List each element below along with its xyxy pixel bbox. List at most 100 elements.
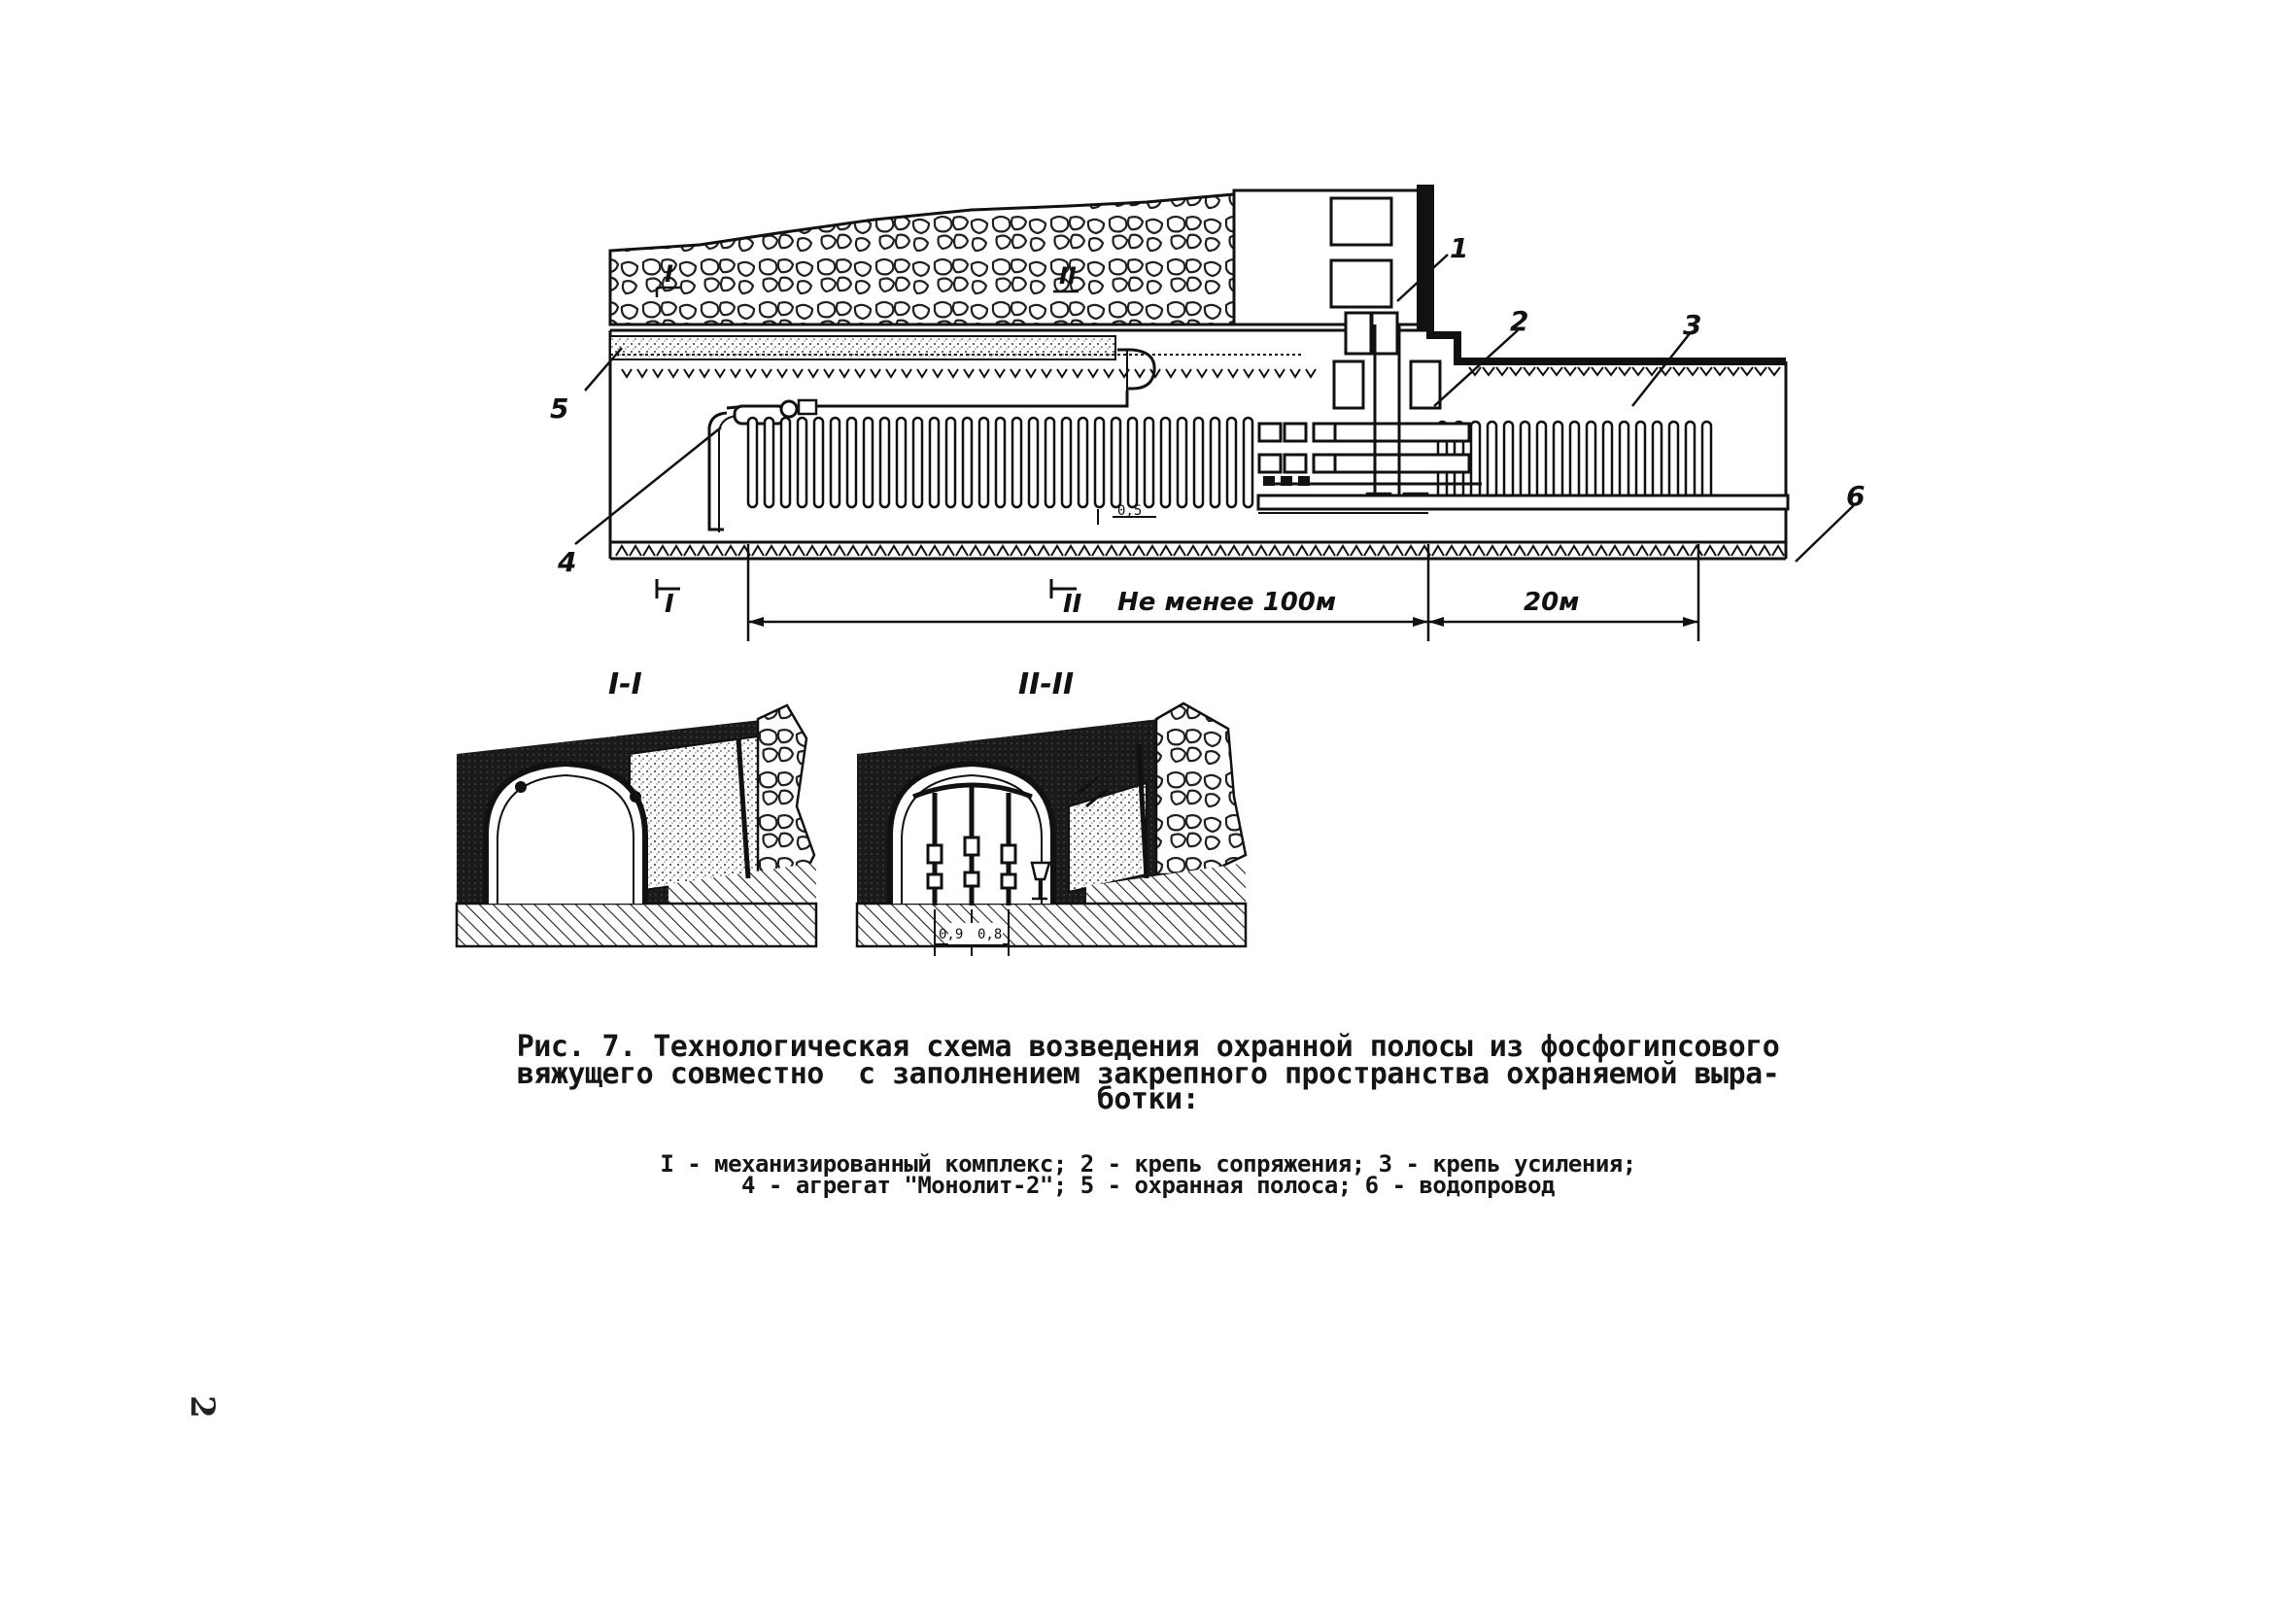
roof-mark [1165,368,1177,379]
floor-mark [1214,544,1227,557]
floor-mark [1594,544,1608,557]
floor-mark [1472,544,1486,557]
dim-small-gap: 0,5 [1097,503,1156,525]
junction-support [1257,311,1471,509]
reinforcement-rib [1634,420,1647,501]
floor-mark [928,544,942,557]
roof-support-marks [621,368,1317,379]
floor-mark [1322,544,1336,557]
pillar-dim-b: 0,8 [977,927,1002,942]
floor-mark [955,544,969,557]
face-mark [1563,366,1577,377]
roof-mark [745,368,757,379]
support-rib [1093,416,1106,509]
floor-mark [1499,544,1513,557]
support-rib [1242,416,1254,509]
roof-mark [1056,368,1068,379]
floor-mark [1445,544,1458,557]
floor-mark [1581,544,1594,557]
svg-text:I: I [665,590,674,619]
reinforcement-rib [1568,420,1581,501]
roof-mark [1289,368,1301,379]
floor-mark [1282,544,1295,557]
floor-mark [1771,544,1785,557]
callout-6: 6 [1846,480,1865,512]
roof-mark [947,368,959,379]
floor-mark [1458,544,1472,557]
floor-mark [683,544,697,557]
face-mark [1740,366,1754,377]
roof-mark [854,368,866,379]
section-mark-second: II [1049,579,1082,619]
roof-mark [1072,368,1083,379]
figure-caption-line-1: Рис. 7. Технологическая схема возведения… [516,1030,1780,1064]
roof-mark [714,368,726,379]
roof-mark [699,368,710,379]
callout-5: 5 [550,393,568,425]
roof-mark [1041,368,1052,379]
roof-mark [776,368,788,379]
support-rib [878,416,891,509]
support-ribs-main [746,416,1254,509]
reinforcement-support [1436,420,1713,501]
floor-mark [1295,544,1309,557]
floor-mark [1554,544,1567,557]
floor-mark [669,544,683,557]
goaf-rock-fill [608,192,1236,326]
floor-mark [1050,544,1064,557]
floor-mark [1363,544,1377,557]
support-rib [1044,416,1056,509]
reinforcement-rib [1618,420,1630,501]
callout-1: 1 [1450,232,1468,264]
floor-mark [642,544,656,557]
reinforcement-rib [1684,420,1696,501]
section-view-1 [455,703,818,948]
svg-text:II: II [1059,262,1077,290]
reinforcement-rib [1667,420,1680,501]
floor-mark [765,544,778,557]
floor-mark [1010,544,1023,557]
section-view-2: 0,9 0,8 [855,701,1248,956]
roof-mark [621,368,633,379]
callout-4: 4 [557,546,576,578]
figure-caption-line-2: вяжущего совместно с заполнением закрепн… [516,1057,1780,1091]
floor-mark [1758,544,1771,557]
floor-mark [1118,544,1132,557]
face-mark [1713,366,1727,377]
floor-mark [656,544,669,557]
floor-mark [887,544,901,557]
roof-mark [1274,368,1285,379]
roof-mark [1010,368,1021,379]
floor-mark [1622,544,1635,557]
roof-mark [839,368,850,379]
roof-mark [636,368,648,379]
floor-mark [1037,544,1050,557]
face-mark [1604,366,1618,377]
legend-line-2: 4 - агрегат "Монолит-2"; 5 - охранная по… [741,1172,1555,1199]
face-mark [1767,366,1781,377]
support-rib [845,416,858,509]
support-rib [961,416,974,509]
arch-support-1 [483,760,648,904]
face-mark [1672,366,1686,377]
support-rib [763,416,775,509]
floor-mark [846,544,860,557]
support-rib [796,416,808,509]
floor-mark [1377,544,1390,557]
pipe-bend [1117,348,1156,391]
roof-mark [1305,368,1317,379]
roof-mark [870,368,881,379]
legend-line-1: I - механизированный комплекс; 2 - крепь… [660,1150,1636,1178]
floor-mark [724,544,737,557]
roof-mark [761,368,772,379]
floor-mark [710,544,724,557]
dim-span-main: Не менее 100м [1117,588,1336,617]
reinforcement-rib [1519,420,1531,501]
roof-mark [1087,368,1099,379]
support-rib [1159,416,1172,509]
roof-mark [1134,368,1146,379]
reinforcement-rib [1469,420,1482,501]
roof-mark [978,368,990,379]
floor-mark [1662,544,1676,557]
